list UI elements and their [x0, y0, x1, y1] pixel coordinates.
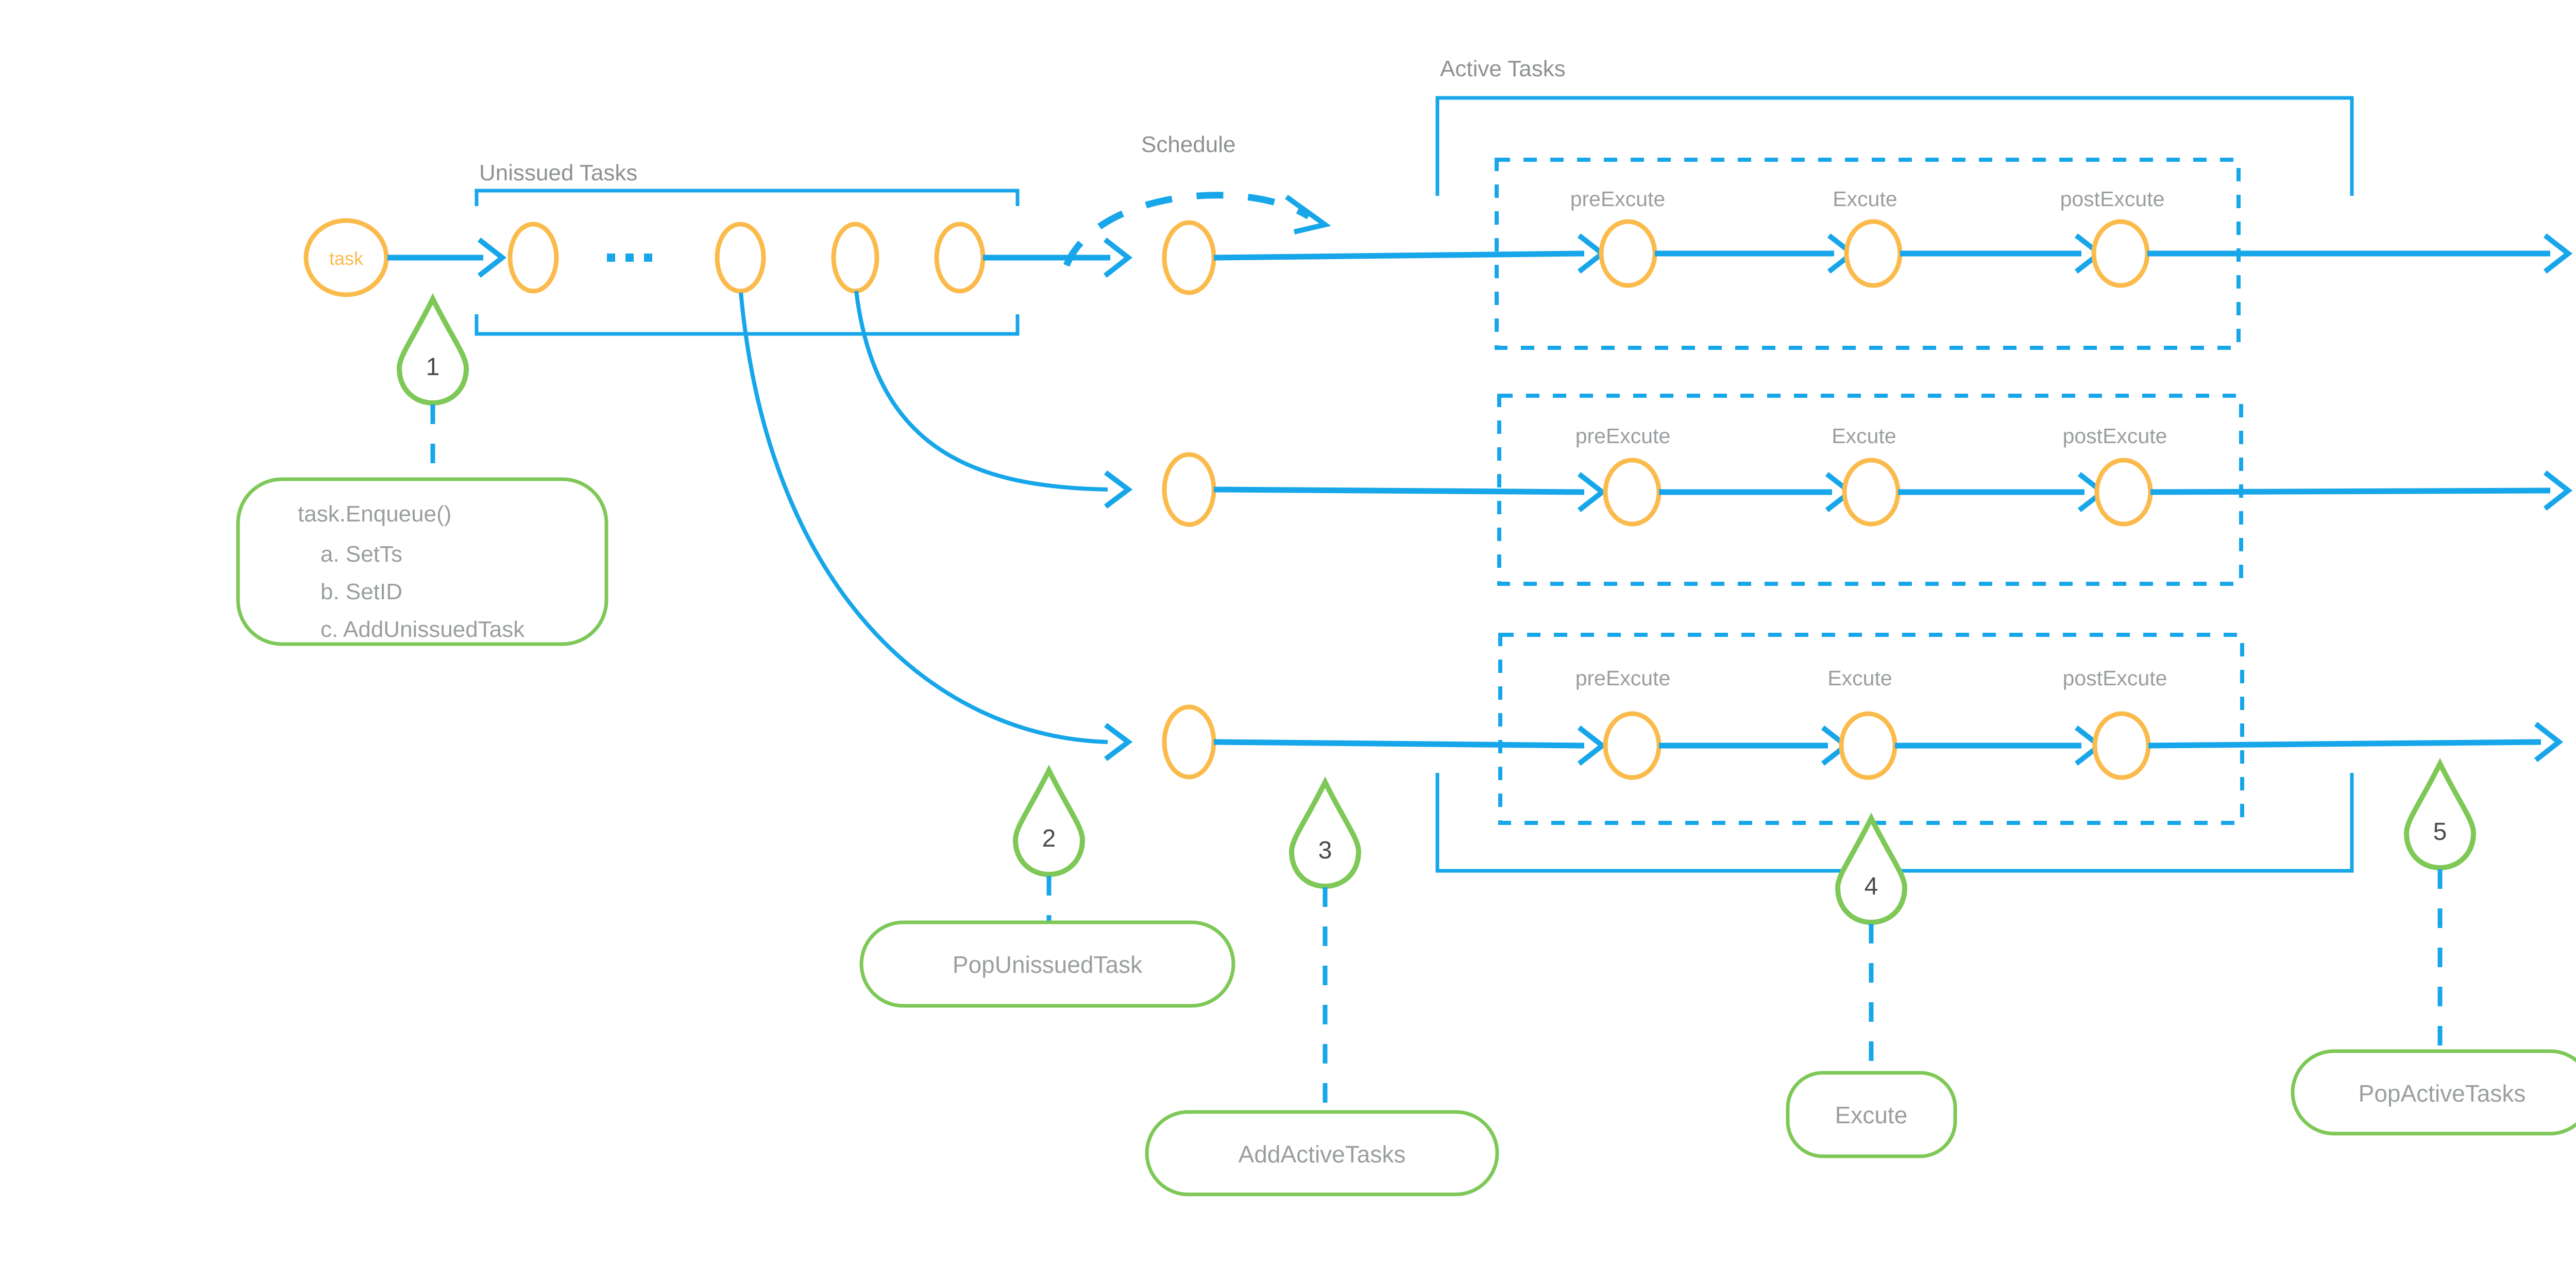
- lane-3-node-excute[interactable]: [1839, 711, 1897, 780]
- lane-3-stage-label-excute: Excute: [1827, 666, 1892, 690]
- group-label-schedule: Schedule: [1141, 132, 1235, 157]
- callout-1-step-c: c. AddUnissuedTask: [320, 617, 525, 642]
- node-unissued-3[interactable]: [831, 222, 879, 294]
- curve-unissued2-to-lane3: [739, 292, 1108, 744]
- edge-row2-to-lane2: [1213, 486, 1585, 495]
- callout-5-box[interactable]: [2291, 1049, 2576, 1136]
- node-schedule-row2[interactable]: [1162, 452, 1216, 527]
- lane-3-node-preexcute[interactable]: [1603, 711, 1662, 780]
- lane-2-stage-label-excute: Excute: [1832, 424, 1896, 448]
- arrow-head-icon-8: [1104, 723, 1133, 761]
- node-source-task-label: task: [329, 248, 364, 269]
- marker-3-number: 3: [1318, 837, 1332, 864]
- lane-1-node-preexcute[interactable]: [1599, 219, 1657, 288]
- ellipsis-dot-3: [644, 254, 652, 262]
- lane-3-stage-label-preexcute: preExcute: [1575, 666, 1671, 690]
- lane-3-node-postexcute[interactable]: [2092, 711, 2151, 780]
- callout-2-box[interactable]: [859, 920, 1235, 1008]
- node-unissued-2[interactable]: [715, 222, 766, 294]
- arrow-head-icon-13: [1577, 726, 1607, 766]
- callout-2-label: PopUnissuedTask: [953, 951, 1143, 978]
- callout-3-box[interactable]: [1145, 1110, 1499, 1196]
- arrow-head-icon-16: [2534, 722, 2564, 762]
- edge-schedule-to-lane1: [1213, 250, 1585, 261]
- lane-3-dashed-box: [1498, 633, 2244, 825]
- arrow-head-icon-2: [1103, 238, 1133, 278]
- node-unissued-1[interactable]: [507, 222, 559, 294]
- active-tasks-bracket-top: [1435, 96, 2354, 196]
- active-tasks-bracket-bottom: [1435, 773, 2354, 873]
- lane-1-node-excute[interactable]: [1844, 219, 1903, 288]
- marker-2-number: 2: [1042, 825, 1056, 852]
- node-schedule-row3[interactable]: [1162, 704, 1216, 780]
- callout-1-box[interactable]: [236, 477, 608, 646]
- unissued-tasks-bracket-top: [474, 189, 1020, 206]
- lane-2-stage-label-preexcute: preExcute: [1575, 424, 1671, 448]
- node-unissued-4[interactable]: [934, 222, 986, 294]
- lane-3-stage-label-postexcute: postExcute: [2063, 666, 2167, 690]
- arrow-head-icon-1: [477, 238, 507, 278]
- callout-1-step-a: a. SetTs: [320, 542, 402, 567]
- callout-4-label: Excute: [1835, 1102, 1908, 1128]
- node-source-task[interactable]: [303, 218, 389, 297]
- marker-1-number: 1: [426, 353, 440, 381]
- group-label-unissued-tasks: Unissued Tasks: [479, 160, 637, 185]
- callout-1-title: task.Enqueue(): [298, 501, 451, 527]
- marker-5-number: 5: [2433, 818, 2447, 846]
- arrow-head-icon-6: [2543, 233, 2573, 274]
- marker-4-number: 4: [1865, 873, 1878, 900]
- curve-unissued3-to-lane2: [854, 291, 1108, 492]
- marker-2-teardrop[interactable]: [1012, 764, 1086, 878]
- callout-4-box[interactable]: [1786, 1071, 1957, 1158]
- lane-1-node-postexcute[interactable]: [2091, 219, 2150, 288]
- group-label-active-tasks: Active Tasks: [1440, 56, 1566, 81]
- lane-2-edge-out: [2150, 487, 2551, 495]
- callout-5-label: PopActiveTasks: [2359, 1080, 2526, 1107]
- lane-2-node-postexcute[interactable]: [2094, 458, 2153, 527]
- lane-2-stage-label-postexcute: postExcute: [2063, 424, 2167, 448]
- arrow-head-icon-7: [1104, 470, 1133, 509]
- node-schedule-row1[interactable]: [1162, 220, 1216, 295]
- lane-2-node-excute[interactable]: [1842, 458, 1901, 527]
- lane-3-edge-out: [2148, 739, 2541, 749]
- callout-1-step-b: b. SetID: [320, 579, 402, 604]
- arrow-head-icon-12: [2543, 470, 2573, 511]
- lane-1-stage-label-postexcute: postExcute: [2060, 187, 2165, 211]
- lane-2-node-preexcute[interactable]: [1603, 458, 1662, 527]
- marker-5-teardrop[interactable]: [2403, 757, 2477, 871]
- ellipsis-dot-2: [625, 254, 634, 262]
- marker-1-teardrop[interactable]: [396, 293, 469, 406]
- arrow-head-icon-9: [1577, 472, 1607, 512]
- schedule-arrow-head-icon: [1285, 194, 1331, 234]
- callout-3-label: AddActiveTasks: [1239, 1141, 1406, 1168]
- marker-4-teardrop[interactable]: [1835, 812, 1908, 925]
- ellipsis-dot-1: [607, 254, 615, 262]
- lane-1-stage-label-preexcute: preExcute: [1570, 187, 1666, 211]
- lane-1-stage-label-excute: Excute: [1833, 187, 1897, 211]
- marker-3-teardrop[interactable]: [1289, 776, 1362, 889]
- edge-row3-to-lane3: [1213, 739, 1585, 749]
